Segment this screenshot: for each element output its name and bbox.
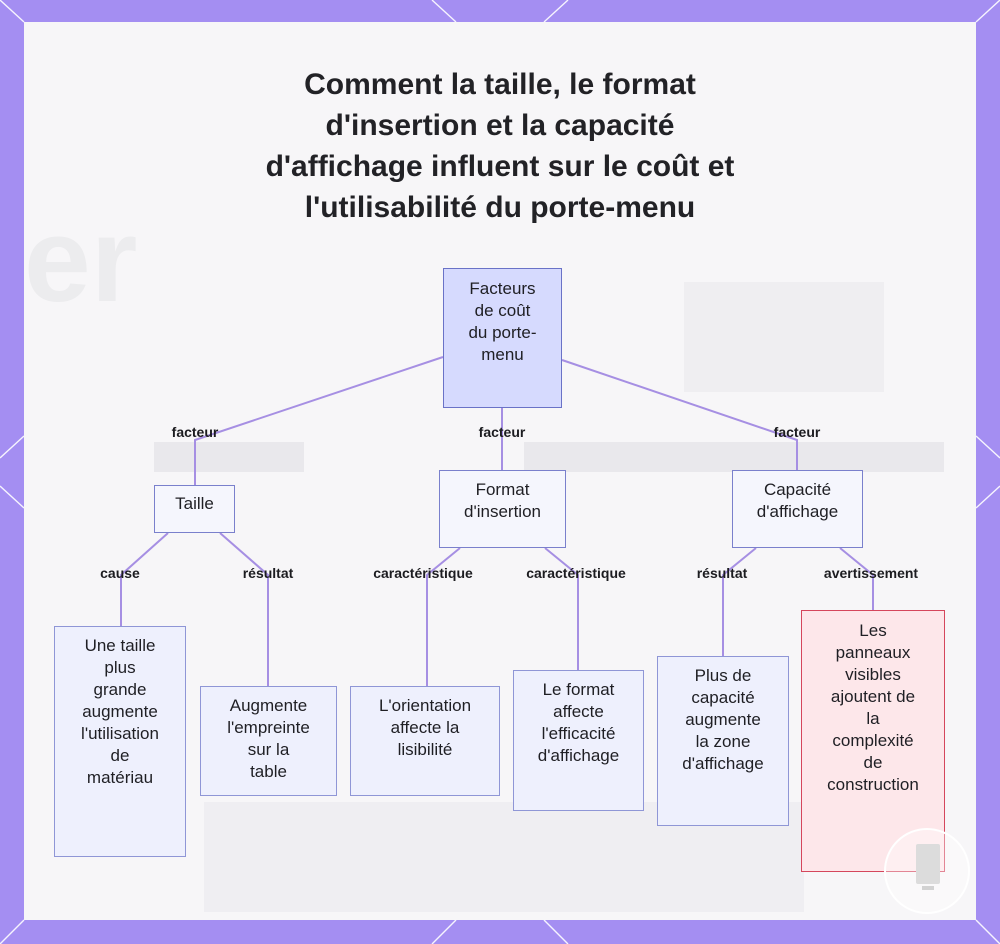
node-size: Taille	[154, 485, 235, 533]
edge-label-characteristic: caractéristique	[373, 565, 473, 581]
node-line: de coût	[474, 301, 531, 320]
node-display-capacity: Capacité d'affichage	[732, 470, 863, 548]
node-line: visibles	[845, 665, 901, 684]
node-line: Le format	[542, 680, 615, 699]
edge-label-result: résultat	[242, 565, 294, 581]
edge-size-material	[120, 532, 169, 626]
node-line: complexité	[832, 731, 914, 750]
node-insertion-orientation: L'orientation affecte la lisibilité	[350, 686, 500, 796]
node-line: du porte-	[468, 323, 537, 342]
background-blur-shape	[154, 442, 304, 472]
edge-root-size	[194, 356, 444, 485]
monitor-screen	[916, 844, 940, 884]
node-insertion-efficiency: Le format affecte l'efficacité d'afficha…	[513, 670, 644, 811]
node-line: matériau	[86, 768, 154, 787]
node-line: Capacité	[763, 480, 832, 499]
node-line: table	[250, 762, 287, 781]
node-insertion-format: Format d'insertion	[439, 470, 566, 548]
node-line: l'utilisation	[81, 724, 159, 743]
node-line: l'empreinte	[227, 718, 310, 737]
node-line: l'efficacité	[541, 724, 616, 743]
background-blur-shape	[684, 282, 884, 392]
background-watermark: er	[24, 193, 138, 327]
node-line: Les	[859, 621, 887, 640]
title-line: d'insertion et la capacité	[325, 109, 675, 142]
monitor-base	[922, 886, 934, 890]
edge-root-capacity	[561, 359, 798, 470]
node-line: de	[863, 753, 883, 772]
node-line: menu	[481, 345, 524, 364]
node-capacity-area: Plus de capacité augmente la zone d'affi…	[657, 656, 789, 826]
node-line: Augmente	[229, 696, 308, 715]
title-line: Comment la taille, le format	[304, 68, 696, 101]
node-line: la	[866, 709, 880, 728]
node-line: d'affichage	[682, 754, 764, 773]
node-line: la zone	[695, 732, 751, 751]
node-line: Plus de	[694, 666, 752, 685]
node-line: affecte	[553, 702, 604, 721]
monitor-icon	[884, 828, 970, 914]
node-line: affecte la	[390, 718, 460, 737]
edge-label-characteristic: caractéristique	[526, 565, 626, 581]
node-line: L'orientation	[378, 696, 472, 715]
edge-label-result: résultat	[696, 565, 748, 581]
background-blur-shape	[524, 442, 944, 472]
node-line: capacité	[691, 688, 755, 707]
node-line: ajoutent de	[830, 687, 916, 706]
node-root-cost-factors: Facteurs de coût du porte- menu	[443, 268, 562, 408]
edge-label-factor: facteur	[478, 424, 526, 440]
node-line: Taille	[175, 494, 214, 513]
node-line: de	[110, 746, 130, 765]
edge-label-warning: avertissement	[823, 565, 919, 581]
node-line: lisibilité	[397, 740, 453, 759]
node-line: construction	[827, 775, 919, 794]
node-line: augmente	[685, 710, 761, 729]
title-line: d'affichage influent sur le coût et	[265, 150, 735, 183]
node-line: plus	[104, 658, 136, 677]
node-size-material: Une taille plus grande augmente l'utilis…	[54, 626, 186, 857]
node-line: d'affichage	[537, 746, 620, 765]
node-line: Facteurs	[469, 279, 536, 298]
diagram-title: Comment la taille, le format d'insertion…	[24, 64, 976, 228]
node-line: sur la	[247, 740, 290, 759]
node-line: panneaux	[835, 643, 911, 662]
title-line: l'utilisabilité du porte-menu	[304, 191, 696, 224]
edge-label-factor: facteur	[171, 424, 219, 440]
edge-capacity-warning	[839, 547, 874, 610]
edge-label-cause: cause	[100, 565, 140, 581]
edge-size-footprint	[219, 532, 269, 686]
edge-insertion-orientation	[426, 547, 461, 686]
edge-label-factor: facteur	[773, 424, 821, 440]
edge-insertion-efficiency	[544, 547, 579, 670]
node-line: Format	[475, 480, 530, 499]
node-line: d'affichage	[756, 502, 839, 521]
node-size-footprint: Augmente l'empreinte sur la table	[200, 686, 337, 796]
node-line: Une taille	[84, 636, 156, 655]
edge-capacity-area	[722, 547, 757, 656]
node-line: augmente	[82, 702, 158, 721]
node-line: d'insertion	[464, 502, 541, 521]
node-line: grande	[93, 680, 147, 699]
